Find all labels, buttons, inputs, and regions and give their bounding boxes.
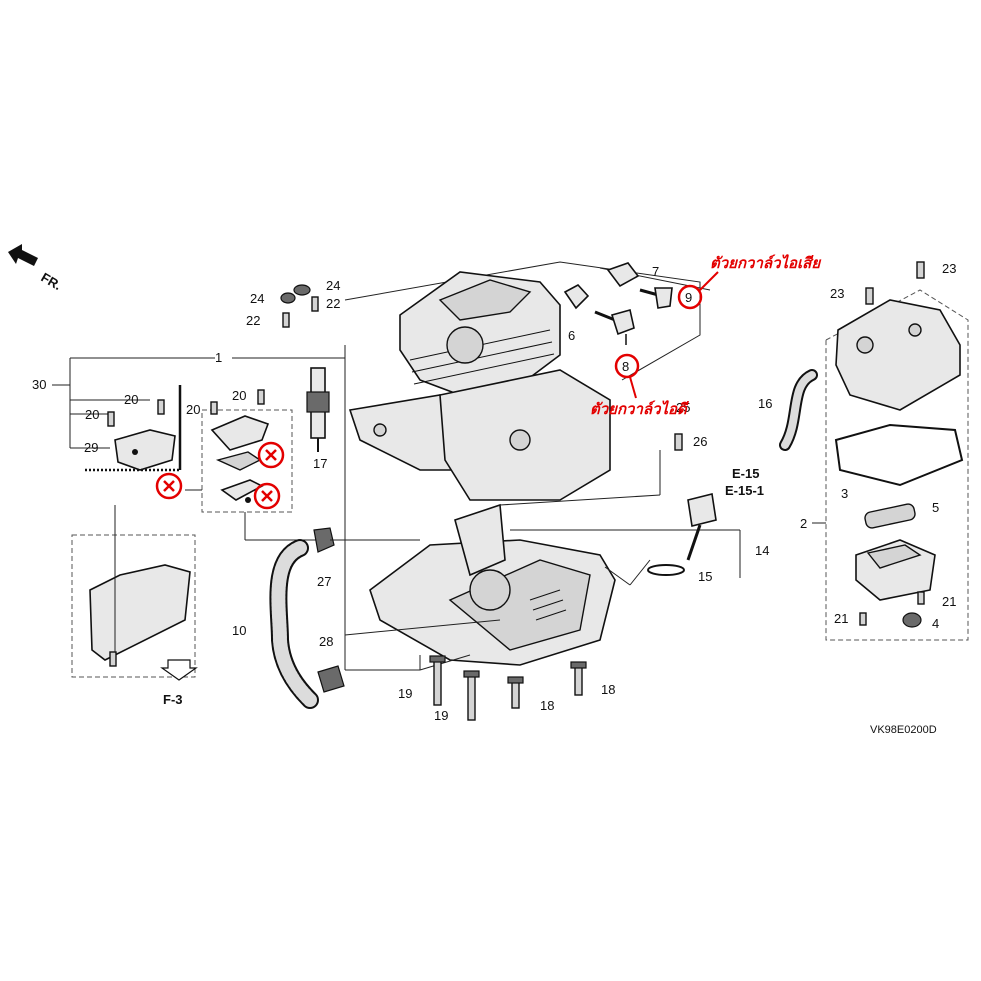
part-label-2: 2 (800, 516, 807, 531)
part-label-25: 25 (676, 400, 690, 415)
cylinder-assembly-outline (232, 261, 711, 671)
part-label-29: 29 (84, 440, 98, 455)
part-label-20d: 20 (232, 388, 246, 403)
part-label-22a: 22 (246, 313, 260, 328)
bolts-18-19 (429, 655, 587, 721)
part-label-22b: 22 (326, 296, 340, 311)
cylinder-block (348, 271, 611, 501)
part-label-18a: 18 (540, 698, 554, 713)
rocker-arm-7 (606, 262, 640, 288)
part-label-9: 9 (685, 290, 692, 305)
part-label-5: 5 (932, 500, 939, 515)
part-label-21b: 21 (942, 594, 956, 609)
part-label-20a: 20 (124, 392, 138, 407)
part-label-26: 26 (693, 434, 707, 449)
hose-16 (779, 369, 818, 451)
part-label-16: 16 (758, 396, 772, 411)
reference-e15-1: E-15-1 (725, 483, 764, 498)
breather-gasket-box (185, 389, 318, 541)
thai-annotations: ตัวยกวาล์วไอเสีย ตัวยกวาล์วไอดี (590, 254, 821, 418)
reference-e15: E-15 (732, 466, 759, 481)
part-label-6: 6 (568, 328, 575, 343)
part-label-18b: 18 (601, 682, 615, 697)
shroud-f3 (71, 505, 198, 681)
part-label-20c: 20 (186, 402, 200, 417)
annotation-intake-highlight (614, 353, 640, 399)
dowel-pin-26 (674, 433, 683, 451)
remove-x-icon (155, 472, 183, 500)
part-label-23a: 23 (830, 286, 844, 301)
part-label-15: 15 (698, 569, 712, 584)
head-cover-assembly (812, 261, 969, 641)
remove-x-icon (257, 441, 285, 469)
front-direction-label: FR. (39, 270, 65, 293)
part-label-4: 4 (932, 616, 939, 631)
spark-plug-17 (306, 367, 330, 452)
oil-dipstick-14 (686, 493, 717, 561)
red-x-marks (155, 441, 285, 510)
part-label-27: 27 (317, 574, 331, 589)
part-label-21a: 21 (834, 611, 848, 626)
part-label-30: 30 (32, 377, 46, 392)
part-label-1: 1 (215, 350, 222, 365)
part-label-19b: 19 (434, 708, 448, 723)
part-label-17: 17 (313, 456, 327, 471)
breather-cover-29 (85, 385, 182, 472)
part-label-28: 28 (319, 634, 333, 649)
remove-x-icon (253, 482, 281, 510)
part-label-24b: 24 (326, 278, 340, 293)
intake-rocker-note: ตัวยกวาล์วไอดี (590, 400, 690, 418)
reference-labels: F-3 E-15 E-15-1 VK98E0200D (163, 466, 937, 736)
part-label-19a: 19 (398, 686, 412, 701)
exhaust-rocker-note: ตัวยกวาล์วไอเสีย (710, 254, 821, 272)
crankcase (369, 503, 616, 666)
part-number-labels: 1 2 3 4 5 6 7 8 9 10 14 15 16 17 18 18 1… (32, 261, 956, 723)
reference-f3: F-3 (163, 692, 183, 707)
clamp-27 (313, 527, 335, 553)
part-label-24a: 24 (250, 291, 264, 306)
part-label-10: 10 (232, 623, 246, 638)
breather-hose-10 (269, 539, 319, 709)
rocker-arm-6 (563, 283, 590, 310)
part-label-23b: 23 (942, 261, 956, 276)
part-label-8: 8 (622, 359, 629, 374)
oring-15 (647, 564, 685, 576)
part-label-20b: 20 (85, 407, 99, 422)
part-label-14: 14 (755, 543, 769, 558)
fastener-22-24 (280, 284, 319, 328)
front-direction-arrow: FR. (8, 244, 64, 293)
clamp-28 (317, 665, 345, 693)
diagram-code: VK98E0200D (870, 724, 937, 736)
part-label-3: 3 (841, 486, 848, 501)
exhaust-rocker-9 (639, 287, 673, 309)
intake-rocker-8 (594, 309, 635, 345)
assembly-30-leaders (52, 357, 215, 449)
annotation-exhaust-highlight (677, 271, 719, 310)
part-label-7: 7 (652, 264, 659, 279)
